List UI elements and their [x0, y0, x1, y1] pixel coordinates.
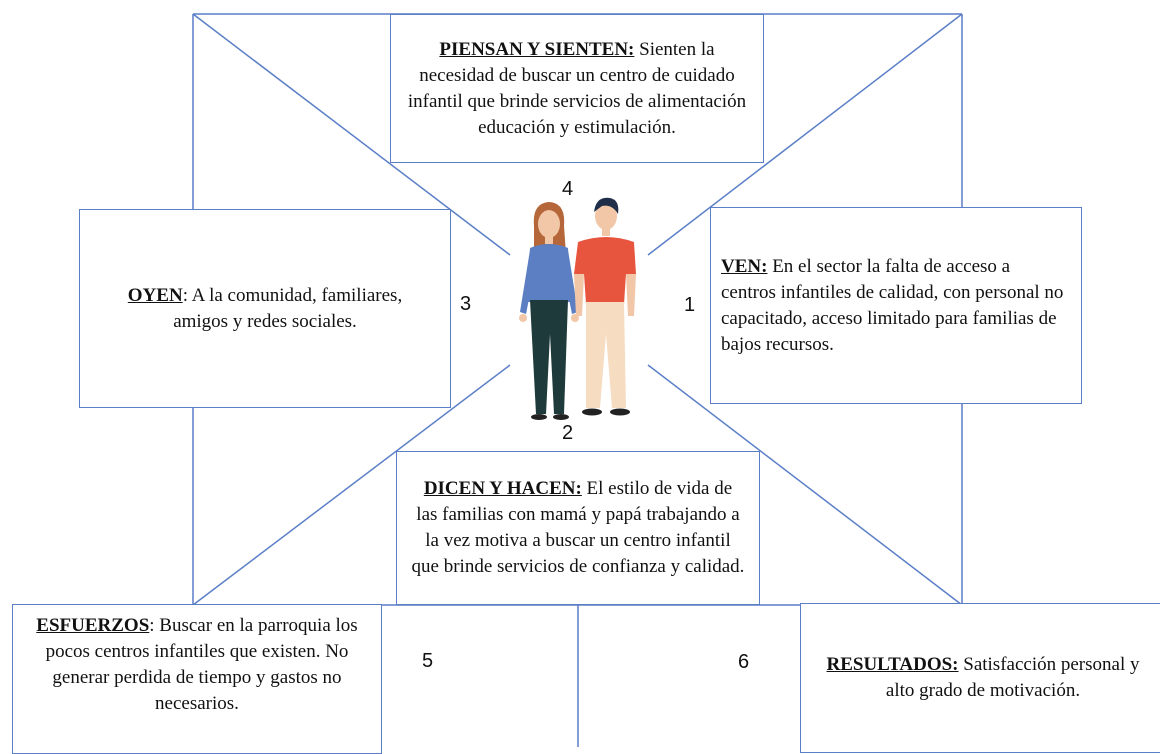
dicen-text: El estilo de vida de las familias con ma… — [411, 478, 745, 577]
number-5: 5 — [422, 650, 434, 672]
esfuerzos-heading: ESFUERZOS — [36, 615, 150, 636]
couple-illustration-icon — [519, 197, 636, 420]
resultados-text: Satisfacción personal y alto grado de mo… — [885, 654, 1140, 701]
oyen-heading: OYEN — [127, 284, 183, 306]
resultados-box: RESULTADOS: Satisfacción personal y alto… — [800, 603, 1160, 753]
esfuerzos-text: : Buscar en la parroquia los pocos centr… — [45, 615, 358, 714]
number-1: 1 — [684, 294, 696, 316]
dicen-y-hacen-box: DICEN Y HACEN: El estilo de vida de las … — [396, 451, 760, 605]
resultados-heading: RESULTADOS: — [826, 654, 959, 675]
piensan-text: Sienten la necesidad de buscar un centro… — [407, 38, 747, 138]
number-6: 6 — [738, 651, 750, 673]
oyen-box: OYEN: A la comunidad, familiares, amigos… — [79, 209, 451, 408]
ven-text: En el sector la falta de acceso a centro… — [721, 255, 1064, 355]
ven-box: VEN: En el sector la falta de acceso a c… — [710, 207, 1082, 404]
dicen-heading: DICEN Y HACEN: — [423, 478, 582, 499]
oyen-text: : A la comunidad, familiares, amigos y r… — [173, 284, 403, 332]
number-2: 2 — [562, 422, 574, 444]
ven-heading: VEN: — [721, 255, 768, 277]
piensan-y-sienten-box: PIENSAN Y SIENTEN: Sienten la necesidad … — [390, 14, 764, 163]
piensan-heading: PIENSAN Y SIENTEN: — [439, 38, 635, 60]
esfuerzos-box: ESFUERZOS: Buscar en la parroquia los po… — [12, 604, 382, 754]
number-3: 3 — [460, 293, 472, 315]
number-4: 4 — [562, 178, 574, 200]
